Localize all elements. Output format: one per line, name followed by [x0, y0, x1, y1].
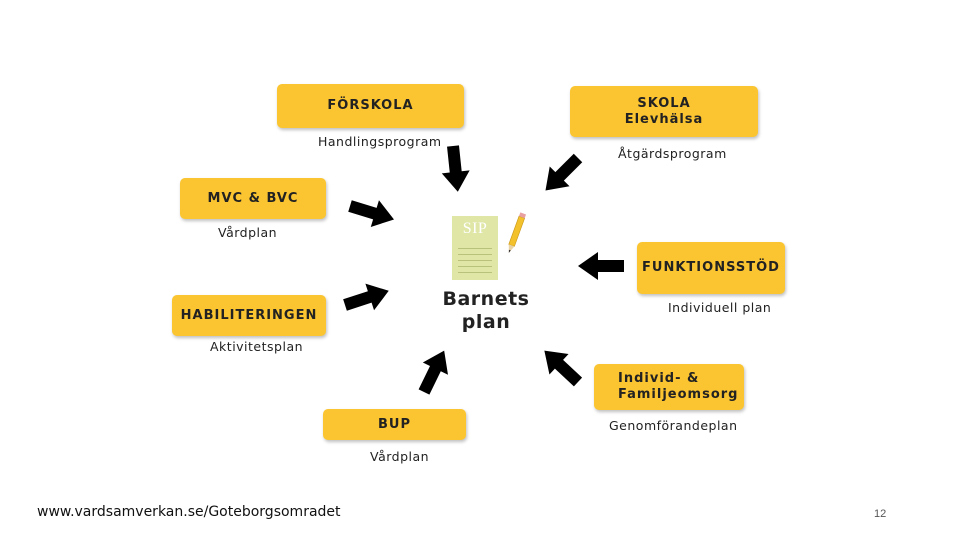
- forskola-label: FÖRSKOLA: [327, 98, 414, 113]
- funktionsstod-plan: Individuell plan: [668, 300, 772, 315]
- arrow-from-skola: [535, 148, 588, 201]
- skola-box: SKOLA Elevhälsa: [570, 86, 758, 137]
- skola-sublabel: Elevhälsa: [624, 111, 704, 127]
- bup-box: BUP: [323, 409, 466, 440]
- skola-plan: Åtgärdsprogram: [618, 146, 727, 161]
- habiliteringen-box: HABILITERINGEN: [172, 295, 326, 336]
- funktionsstod-box: FUNKTIONSSTÖD: [637, 242, 785, 294]
- bup-plan: Vårdplan: [370, 449, 430, 464]
- barnets-plan-line1: Barnets: [442, 288, 530, 310]
- barnets-plan-line2: plan: [461, 311, 511, 333]
- bup-label: BUP: [378, 416, 411, 432]
- individ-familjeomsorg-box: Individ- & Familjeomsorg: [594, 364, 744, 410]
- mvc-bvc-plan: Vårdplan: [218, 225, 278, 240]
- individ-familjeomsorg-label-line1: Individ- &: [618, 371, 700, 386]
- sip-document-icon: SIP: [452, 216, 498, 280]
- individ-familjeomsorg-plan: Genomförandeplan: [609, 418, 738, 433]
- footer-url: www.vardsamverkan.se/Goteborgsomradet: [37, 504, 341, 520]
- arrow-from-habiliteringen: [340, 277, 394, 319]
- page-number: 12: [874, 508, 887, 520]
- forskola-box: FÖRSKOLA: [277, 84, 464, 128]
- habiliteringen-plan: Aktivitetsplan: [210, 339, 304, 354]
- forskola-plan: Handlingsprogram: [318, 134, 442, 149]
- arrow-from-funktionsstod: [578, 252, 624, 280]
- arrow-from-forskola: [439, 144, 472, 194]
- arrow-from-bup: [411, 344, 457, 399]
- skola-label: SKOLA: [637, 95, 691, 111]
- mvc-bvc-box: MVC & BVC: [180, 178, 326, 219]
- habiliteringen-label: HABILITERINGEN: [180, 307, 318, 323]
- arrow-from-individ-familjeomsorg: [534, 340, 588, 393]
- individ-familjeomsorg-label-line2: Familjeomsorg: [618, 387, 739, 402]
- mvc-bvc-label: MVC & BVC: [207, 190, 299, 206]
- sip-icon-text: SIP: [462, 220, 488, 237]
- barnets-plan-title: Barnets plan: [436, 288, 536, 334]
- funktionsstod-label: FUNKTIONSSTÖD: [642, 260, 780, 275]
- arrow-from-mvc-bvc: [345, 192, 399, 233]
